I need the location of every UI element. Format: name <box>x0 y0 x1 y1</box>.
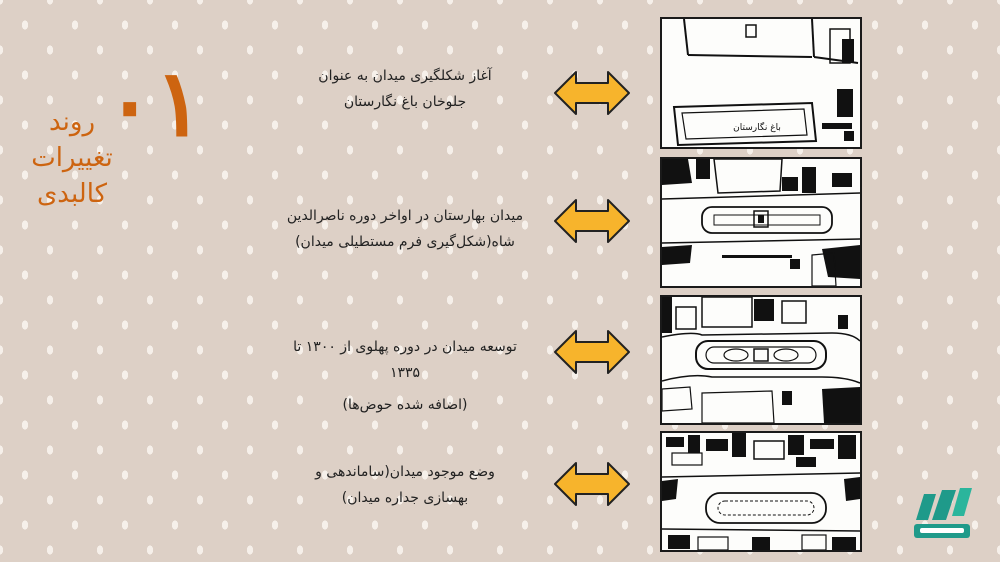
double-arrow-icon <box>554 199 630 243</box>
row-3-line-2: ۱۳۳۵ <box>389 365 421 381</box>
row-4-line-1: وضع موجود میدان(ساماندهی و <box>315 464 495 480</box>
row-2-line-1: میدان بهارستان در اواخر دوره ناصرالدین <box>286 208 524 224</box>
row-4-line-2: بهسازی جداره میدان) <box>341 490 469 506</box>
section-number: ۰۱ <box>105 53 206 155</box>
row-2-line-2: شاه(شکل‌گیری فرم مستطیلی میدان) <box>295 234 515 250</box>
row-3-line-1: توسعه میدان در دوره پهلوی از ۱۳۰۰ تا <box>293 339 517 355</box>
map-panel-3 <box>660 295 862 425</box>
brand-logo-icon <box>914 488 972 538</box>
section-title-line-1: روند <box>49 107 95 137</box>
row-3-line-3: (اضافه شده حوض‌ها) <box>342 397 468 413</box>
double-arrow-icon <box>554 71 630 115</box>
section-title-line-2: تغییرات <box>31 143 113 173</box>
row-1-line-2: جلوخان باغ نگارستان <box>343 94 467 110</box>
section-title-line-3: کالبدی <box>36 179 108 209</box>
row-3-description: توسعه میدان در دوره پهلوی از ۱۳۰۰ تا ۱۳۳… <box>270 334 540 418</box>
row-2-description: میدان بهارستان در اواخر دوره ناصرالدین ش… <box>270 203 540 255</box>
row-4-description: وضع موجود میدان(ساماندهی و بهسازی جداره … <box>270 459 540 511</box>
section-title: روند تغییرات کالبدی <box>12 104 132 212</box>
row-1-line-1: آغاز شکلگیری میدان به عنوان <box>318 68 492 84</box>
double-arrow-icon <box>554 330 630 374</box>
map-panel-2 <box>660 157 862 288</box>
row-1-description: آغاز شکلگیری میدان به عنوان جلوخان باغ ن… <box>270 63 540 115</box>
double-arrow-icon <box>554 462 630 506</box>
map-label-negarestan: باغ نگارستان <box>733 121 781 133</box>
map-panel-1: باغ نگارستان <box>660 17 862 149</box>
map-panel-4 <box>660 431 862 552</box>
